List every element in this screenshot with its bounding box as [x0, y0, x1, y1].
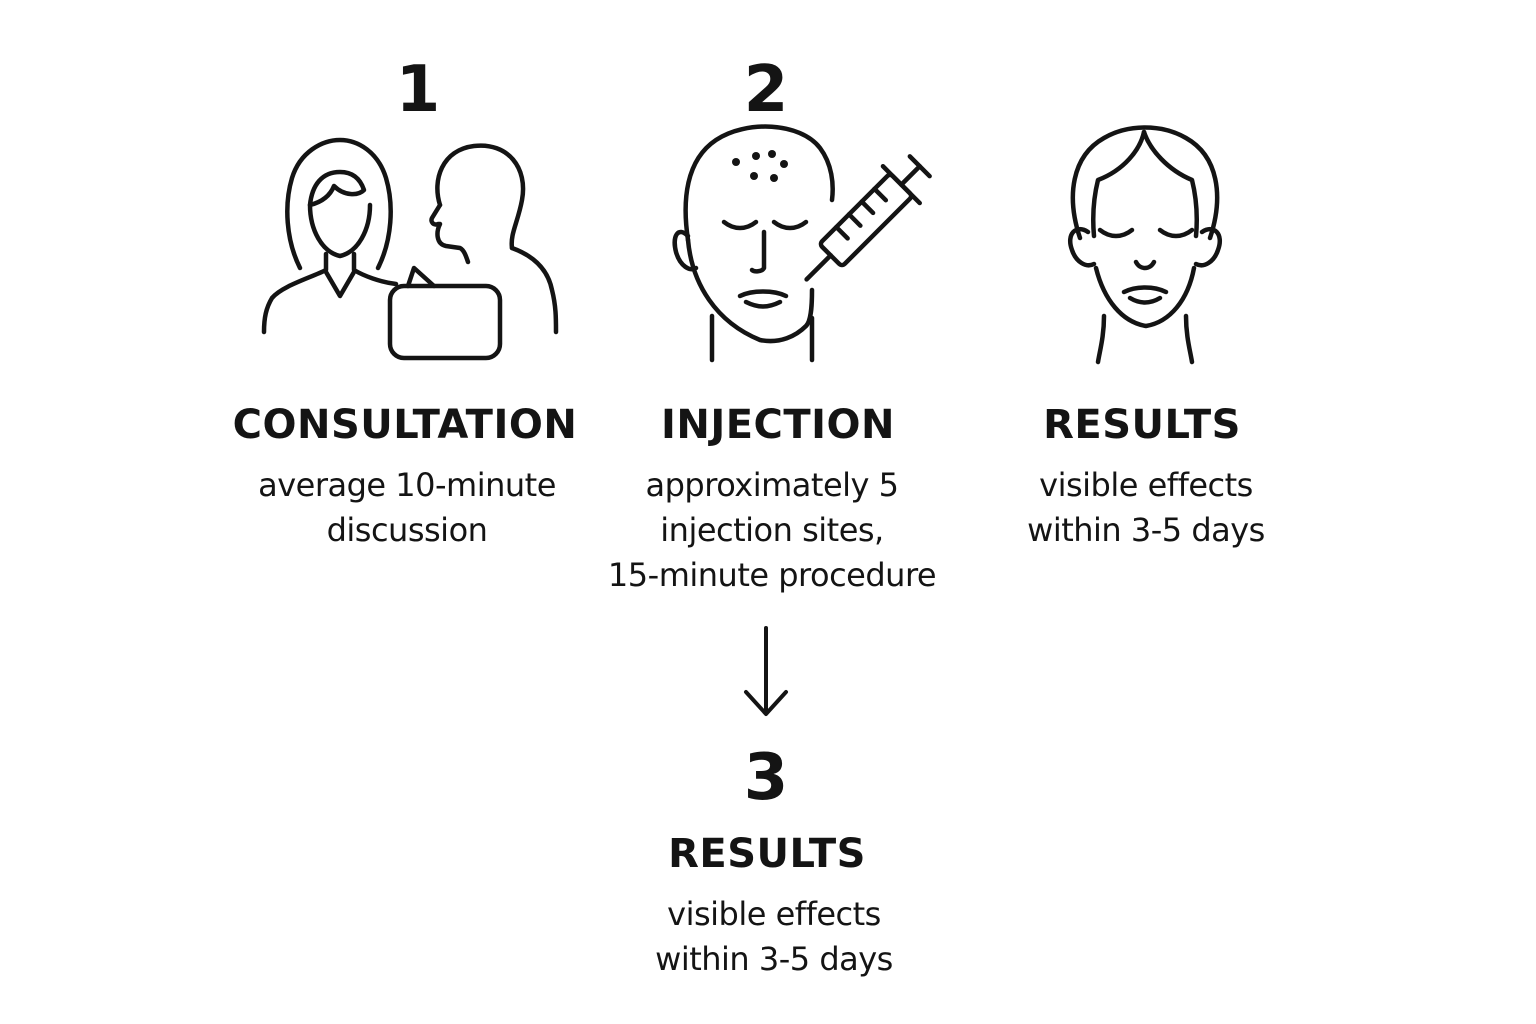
consultation-people-icon	[261, 137, 559, 361]
step-2-description-line: injection sites,	[660, 511, 884, 549]
step-3-number: 3	[743, 741, 789, 815]
face-syringe-icon	[672, 124, 932, 363]
step-3-title: RESULTS	[668, 831, 866, 877]
step-3-description-line: within 3-5 days	[655, 940, 893, 978]
step-2-description-line: 15-minute procedure	[607, 556, 937, 594]
results-title-right: RESULTS	[1043, 402, 1241, 448]
step-1-number: 1	[395, 53, 441, 127]
step-2-title: INJECTION	[660, 402, 896, 448]
results-description-line: visible effects	[1039, 466, 1253, 504]
step-3-description-line: visible effects	[667, 895, 881, 933]
step-1-description: average 10-minute discussion	[197, 463, 617, 553]
step-3-description: visible effects within 3-5 days	[564, 892, 984, 982]
face-relaxed-icon	[1068, 125, 1222, 365]
step-2-description: approximately 5 injection sites, 15-minu…	[562, 463, 982, 598]
step-1-title: CONSULTATION	[232, 402, 578, 448]
step-1-description-line: discussion	[326, 511, 488, 549]
step-2-number: 2	[743, 53, 789, 127]
step-1-description-line: average 10-minute	[258, 466, 556, 504]
step-2-description-line: approximately 5	[645, 466, 899, 504]
results-description-line: within 3-5 days	[1027, 511, 1265, 549]
down-arrow-icon	[744, 626, 788, 716]
results-description-right: visible effects within 3-5 days	[936, 463, 1356, 553]
